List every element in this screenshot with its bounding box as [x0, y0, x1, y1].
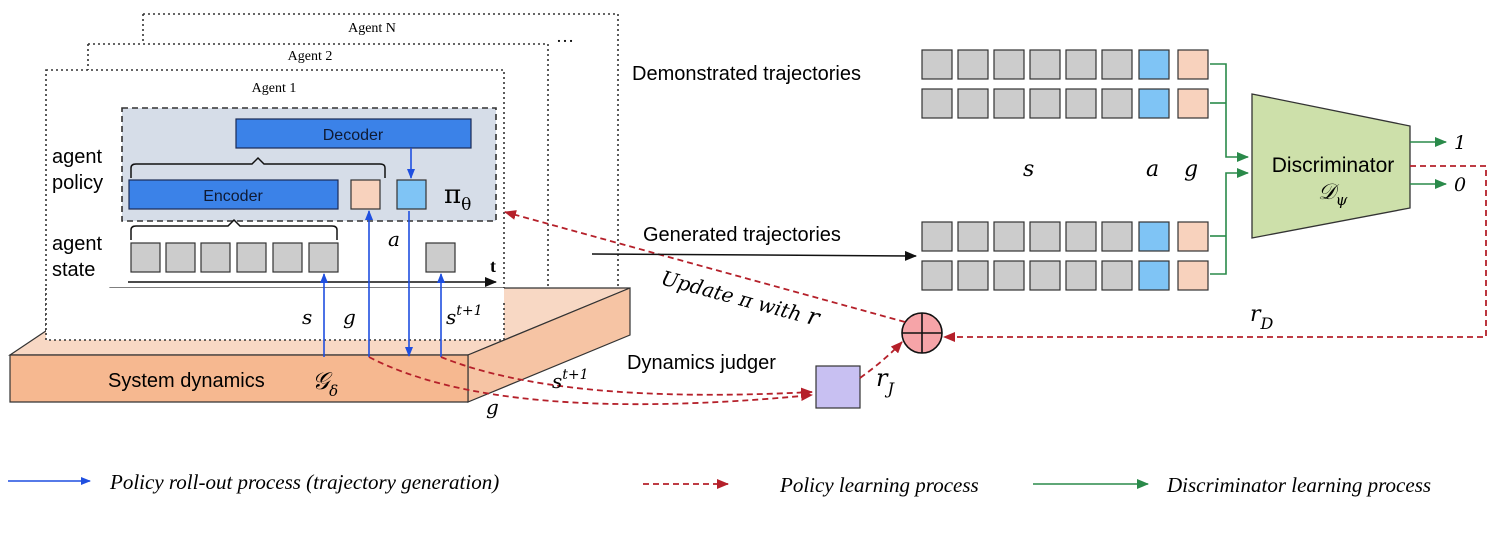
dynamics-judger-label: Dynamics judger — [627, 352, 776, 374]
dynamics-judger-block — [815, 365, 861, 409]
decoder-block — [235, 118, 472, 149]
policy-action-cell — [396, 179, 427, 210]
legend: Policy roll-out process (trajectory gene… — [8, 470, 1431, 497]
agent-1-frame-lower — [46, 288, 504, 340]
agent-1-label: Agent 1 — [252, 81, 297, 96]
agent-n-label: Agent N — [348, 21, 396, 36]
generated-trajectories-arrow — [591, 250, 917, 261]
discriminator-symbol: 𝒟ψ — [1318, 180, 1348, 209]
generated-trajectories-label: Generated trajectories — [643, 224, 841, 246]
agent-2-frame: Agent 2 … — [87, 26, 574, 300]
disc-output-1-label: 1 — [1454, 132, 1466, 154]
time-axis-label: t — [490, 256, 496, 276]
demonstrated-trajectories-label: Demonstrated trajectories — [632, 63, 861, 85]
legend-policy-learning-label: Policy learning process — [779, 473, 979, 497]
legend-rollout-label: Policy roll-out process (trajectory gene… — [109, 470, 499, 494]
policy-goal-cell — [350, 179, 381, 210]
reward-sum-node — [901, 312, 943, 354]
agent-ellipsis: … — [556, 26, 574, 46]
next-state-cell — [425, 242, 456, 273]
g-to-judger-arrow — [368, 356, 813, 406]
system-slab-front — [9, 354, 469, 403]
demonstrated-row-2 — [921, 88, 1209, 119]
action-label: a — [388, 227, 400, 251]
g-arrow-label: g — [343, 305, 356, 329]
demonstrated-to-disc-arrow — [1210, 63, 1249, 162]
generated-row-2 — [921, 260, 1209, 291]
disc-output-0-label: 0 — [1454, 174, 1466, 196]
state-cells — [130, 242, 456, 273]
column-g-label: g — [1184, 157, 1198, 182]
state-cell — [308, 242, 339, 273]
update-policy-arrow — [504, 210, 906, 323]
generated-to-disc-arrow — [1210, 168, 1249, 275]
rd-label: rD — [1250, 302, 1274, 333]
state-cell — [236, 242, 267, 273]
system-dynamics-label: System dynamics — [108, 370, 265, 392]
g-judger-label: g — [486, 395, 499, 419]
policy-label-line1: agent — [52, 146, 102, 168]
policy-pi-symbol: πθ — [444, 180, 471, 215]
state-cell — [200, 242, 231, 273]
encoder-block — [128, 179, 339, 210]
policy-label-line2: policy — [52, 172, 103, 194]
state-cell — [165, 242, 196, 273]
column-a-label: a — [1146, 157, 1159, 182]
state-label-line1: agent — [52, 233, 102, 255]
state-label-line2: state — [52, 259, 95, 281]
encoder-label: Encoder — [203, 188, 263, 205]
generated-row-1 — [921, 221, 1209, 252]
st1-arrow-label: st+1 — [446, 303, 483, 329]
column-s-label: s — [1023, 157, 1034, 182]
discriminator-block — [1251, 93, 1411, 239]
decoder-brace — [130, 156, 386, 178]
legend-disc-learning-label: Discriminator learning process — [1166, 473, 1431, 497]
st1-to-judger-arrow — [440, 356, 813, 398]
agent-2-label: Agent 2 — [288, 49, 333, 64]
update-policy-label: Update π with r — [658, 263, 824, 332]
state-cell — [272, 242, 303, 273]
discriminator-label: Discriminator — [1272, 154, 1395, 177]
state-cell — [130, 242, 161, 273]
s-arrow-label: s — [302, 305, 312, 329]
agent-1-frame-edge — [45, 288, 505, 341]
rd-feedback-arrow — [943, 165, 1487, 342]
agent-n-frame: Agent N — [142, 13, 619, 300]
demonstrated-row-1 — [921, 49, 1209, 80]
encoder-brace — [130, 218, 338, 240]
decoder-label: Decoder — [323, 127, 384, 144]
st1-judger-label: st+1 — [552, 367, 589, 393]
rj-label: rJ — [876, 364, 895, 398]
system-dynamics-symbol: 𝒢δ — [312, 367, 338, 400]
rj-arrow — [859, 341, 903, 379]
